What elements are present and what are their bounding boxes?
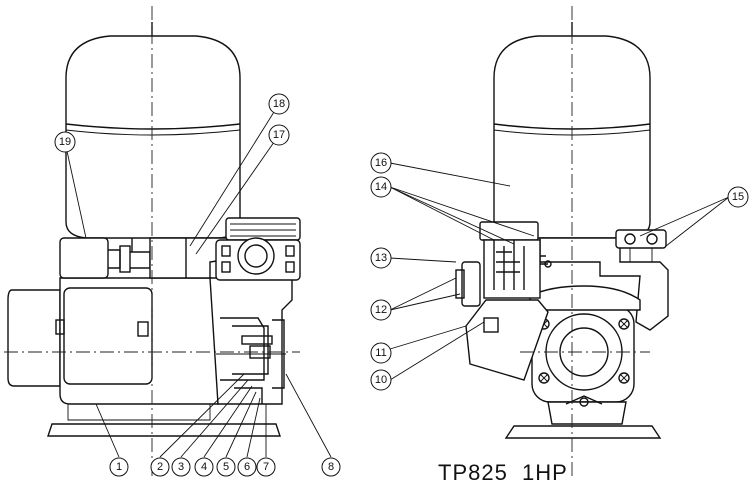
callout-10: 10: [370, 369, 392, 391]
callout-label: 15: [732, 191, 744, 203]
callout-7: 7: [256, 457, 276, 477]
callout-label: 7: [263, 461, 269, 473]
callout-14: 14: [370, 176, 392, 198]
base-plate-left: [47, 423, 281, 437]
callout-label: 3: [178, 461, 184, 473]
callout-label: 17: [273, 129, 285, 141]
callout-label: 8: [328, 461, 334, 473]
callout-4: 4: [194, 457, 214, 477]
callout-16: 16: [370, 152, 392, 174]
callout-label: 2: [157, 461, 163, 473]
pressure-tank-left: [65, 22, 241, 252]
callout-11: 11: [370, 342, 392, 364]
callout-5: 5: [216, 457, 236, 477]
callout-label: 6: [244, 461, 250, 473]
pressure-switch-right: [455, 221, 552, 307]
callout-label: 14: [375, 181, 387, 193]
pressure-switch-box: [59, 237, 151, 279]
front-view: [455, 6, 669, 480]
pump-body-left: [149, 217, 301, 405]
callout-3: 3: [171, 457, 191, 477]
callout-12: 12: [370, 299, 392, 321]
capacitor-box: [465, 299, 549, 381]
callout-19: 19: [54, 131, 76, 153]
leader-lines: [64, 103, 730, 458]
callout-label: 16: [375, 157, 387, 169]
callout-label: 12: [375, 304, 387, 316]
callout-label: 13: [375, 252, 387, 264]
motor-left: [7, 277, 219, 421]
model-label: TP825 1HP: [438, 460, 568, 485]
callout-label: 5: [223, 461, 229, 473]
callout-15: 15: [727, 186, 749, 208]
callout-1: 1: [109, 457, 129, 477]
pump-volute-right: [529, 285, 641, 403]
pipe-fitting-right: [539, 229, 669, 331]
callout-label: 4: [201, 461, 207, 473]
callout-17: 17: [268, 124, 290, 146]
callout-label: 18: [273, 98, 285, 110]
callout-13: 13: [370, 247, 392, 269]
callout-label: 11: [375, 347, 386, 359]
callout-label: 19: [59, 136, 71, 148]
callout-18: 18: [268, 93, 290, 115]
callout-label: 1: [116, 461, 122, 473]
callout-6: 6: [237, 457, 257, 477]
callout-2: 2: [150, 457, 170, 477]
side-view: [4, 6, 301, 480]
callout-8: 8: [321, 457, 341, 477]
base-plate-right: [504, 395, 662, 439]
callout-label: 10: [375, 374, 387, 386]
